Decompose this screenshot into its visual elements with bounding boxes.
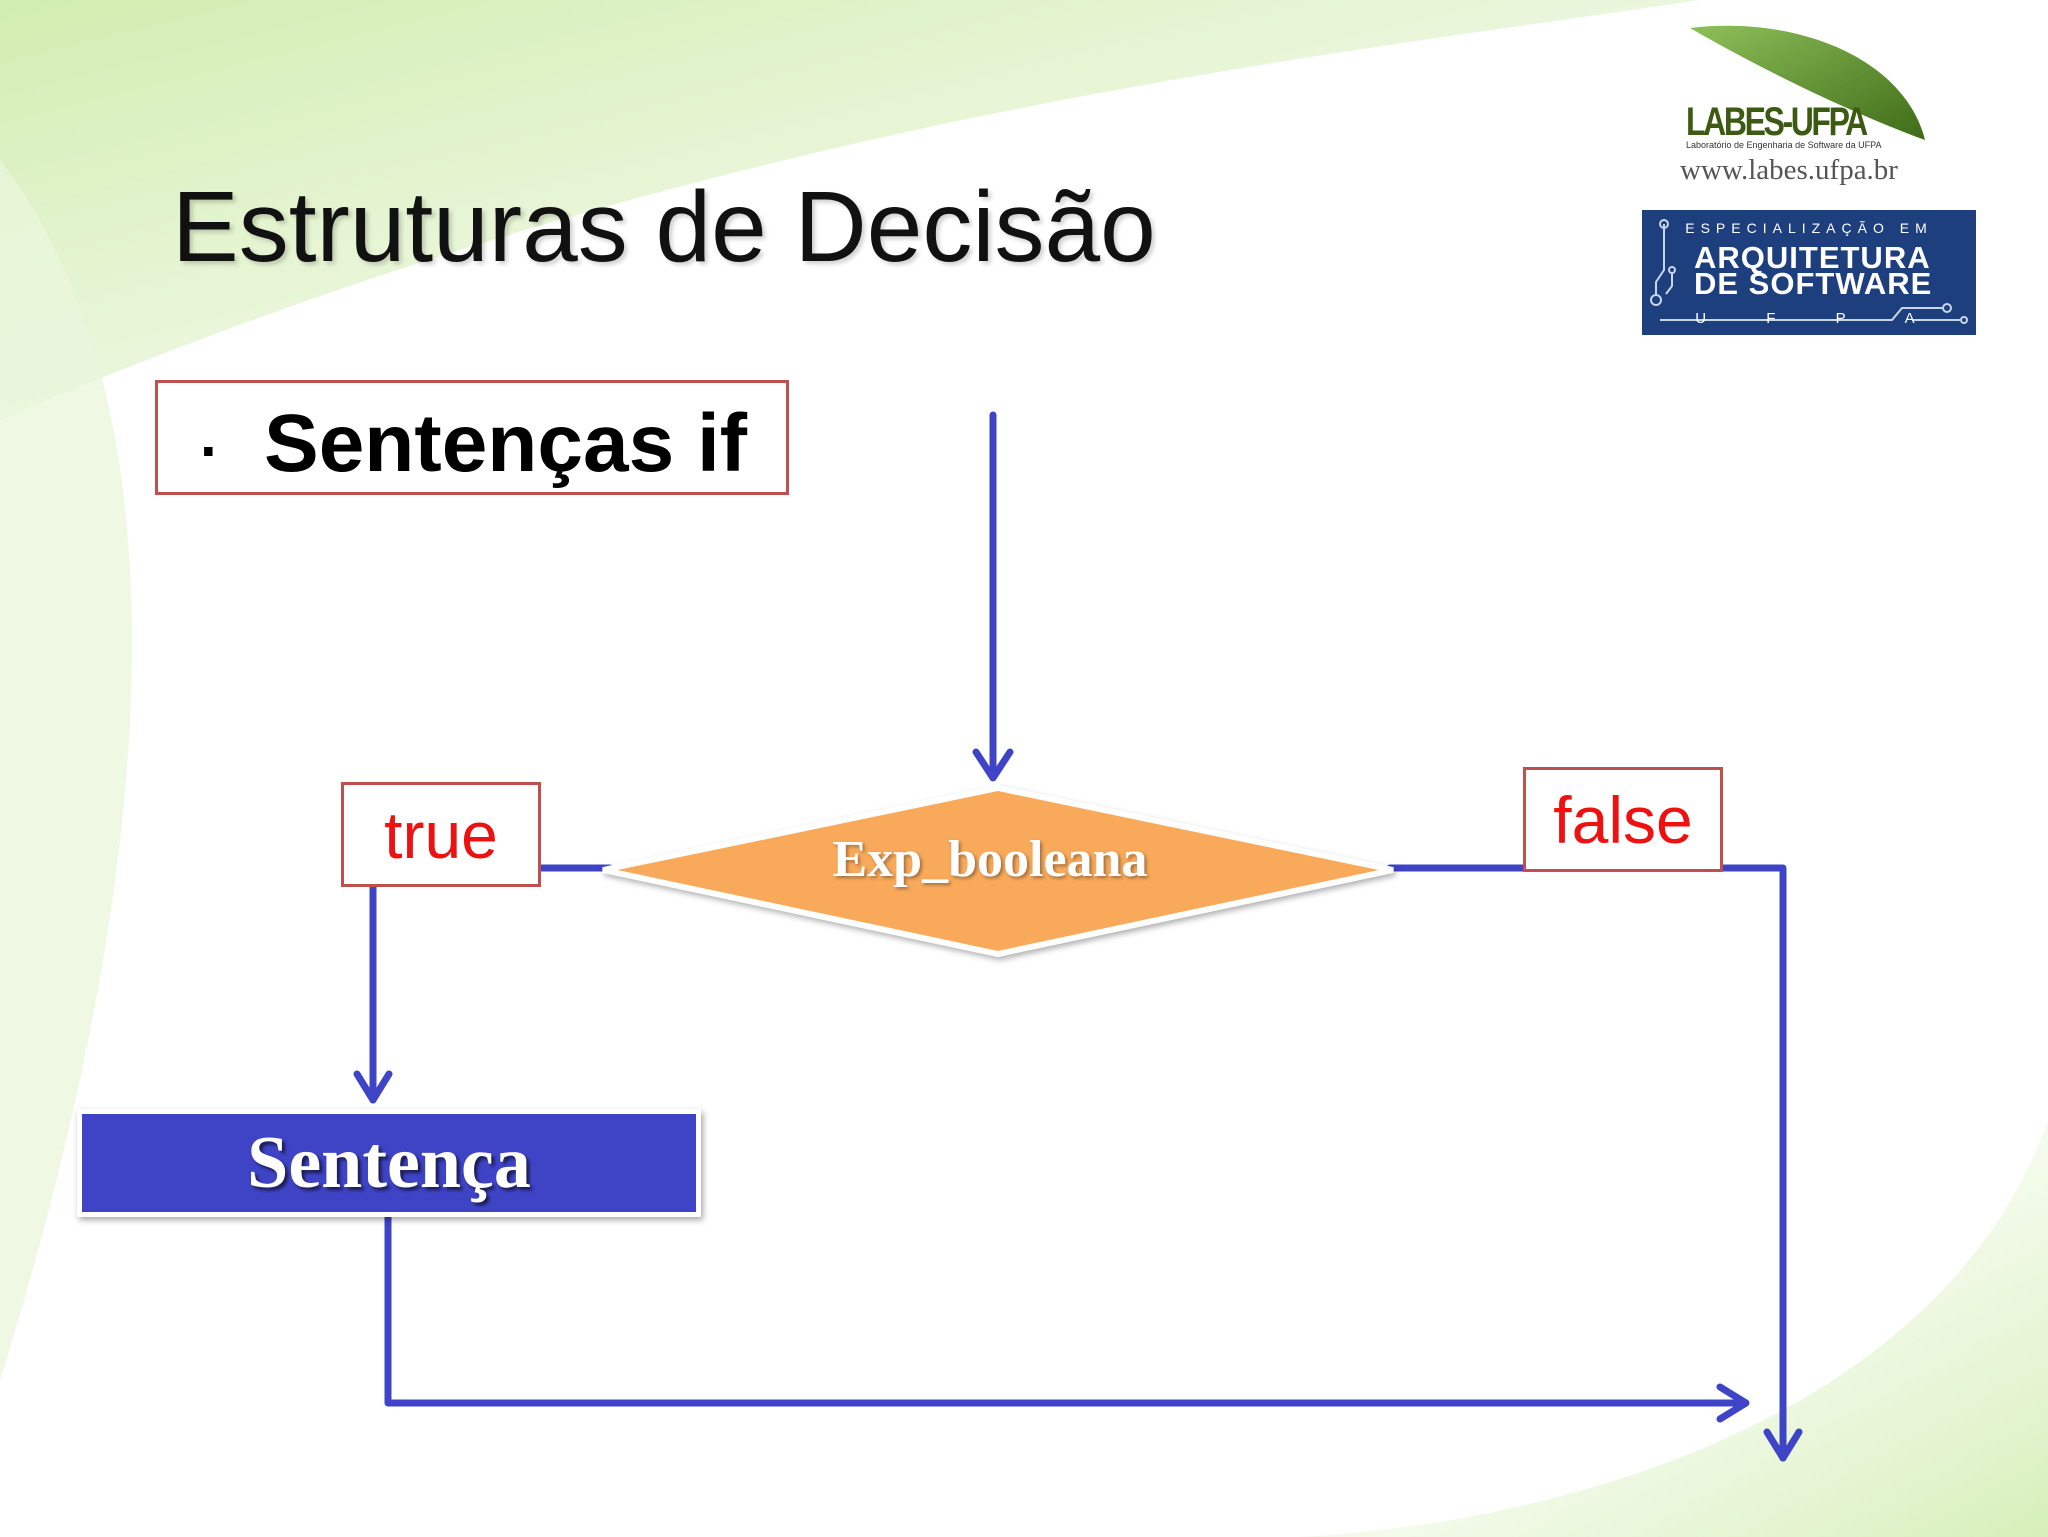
false-label: false <box>1523 767 1723 872</box>
arrowhead-entry <box>972 748 1014 782</box>
leaf-shape <box>1690 25 1925 141</box>
background-swoosh-bottom <box>1300 1120 2048 1537</box>
badge-title-line1: ARQUITETURA <box>1694 240 1931 275</box>
badge-top-text: ESPECIALIZAÇÃO EM <box>1685 220 1933 236</box>
arrowhead-exit <box>1763 1428 1803 1462</box>
bullet-icon: . <box>200 402 217 469</box>
badge-bottom-text: U F P A <box>1695 310 1943 327</box>
background-swoosh-top <box>0 0 1700 420</box>
arrowhead-true <box>353 1070 393 1104</box>
decision-diamond <box>602 784 1394 958</box>
slide-title: Estruturas de Decisão <box>172 171 1156 283</box>
badge-title-line2: DE SOFTWARE <box>1694 266 1933 301</box>
circuit-icon <box>1650 219 1968 324</box>
statement-box: Sentença <box>77 1109 701 1217</box>
connector-false-branch <box>1386 864 1787 1462</box>
labes-url: www.labes.ufpa.br <box>1680 154 1898 186</box>
connector-statement-out <box>384 1213 1749 1407</box>
subtitle-box: . Sentenças if <box>155 380 789 495</box>
labes-tagline: Laboratório de Engenharia de Software da… <box>1686 140 1882 150</box>
arrowhead-merge <box>1716 1383 1750 1423</box>
labes-logo-text: LABES-UFPA <box>1686 100 1868 144</box>
arquitetura-badge: ESPECIALIZAÇÃO EM ARQUITETURA DE SOFTWAR… <box>1642 210 1976 335</box>
decision-text: Exp_booleana <box>832 831 1148 888</box>
background-swoosh-left <box>0 160 132 1380</box>
subtitle-text: Sentenças if <box>264 398 748 489</box>
true-label: true <box>341 782 541 887</box>
connector-true-branch <box>369 864 614 1104</box>
statement-text: Sentença <box>247 1121 531 1204</box>
